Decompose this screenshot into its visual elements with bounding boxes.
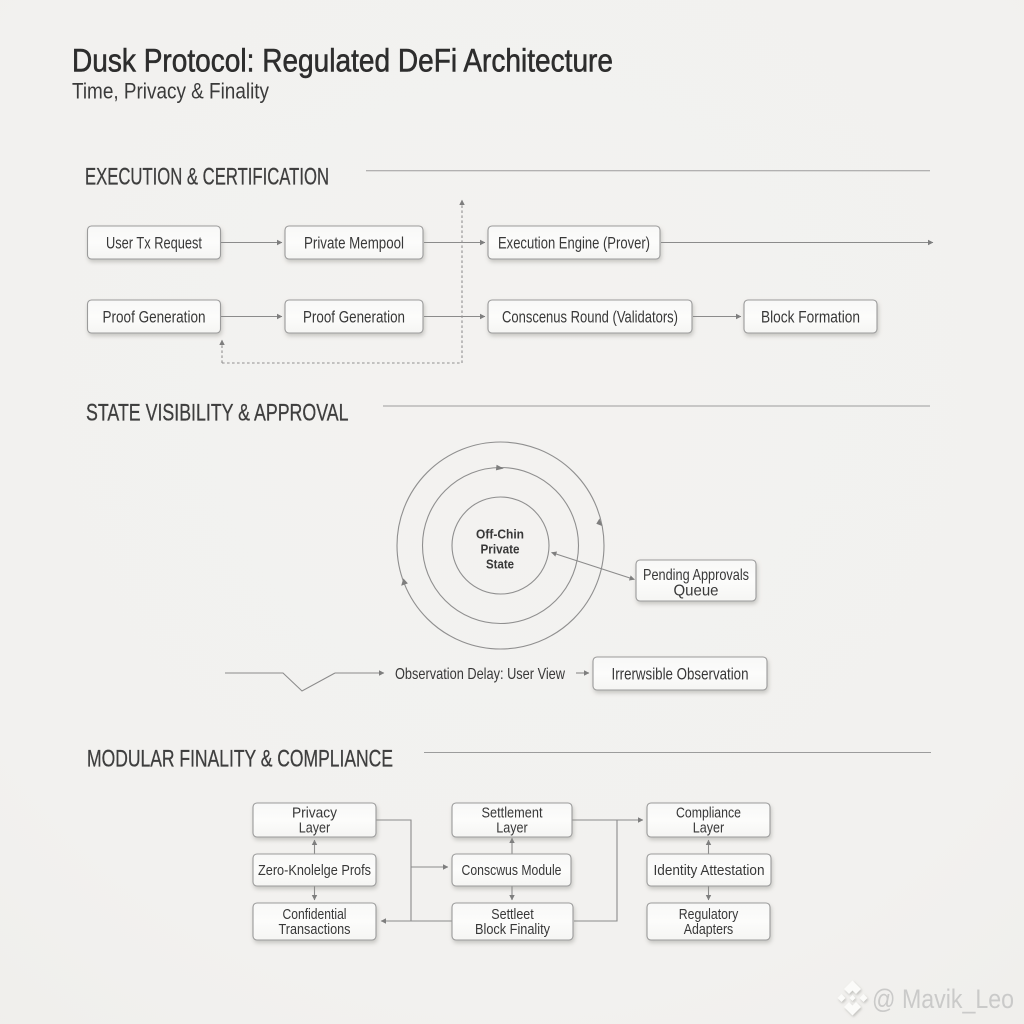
svg-text:Observation Delay: User View: Observation Delay: User View bbox=[395, 666, 565, 683]
svg-text:State: State bbox=[486, 556, 514, 571]
svg-text:Private Mempool: Private Mempool bbox=[304, 234, 404, 252]
svg-text:Settlement: Settlement bbox=[482, 806, 543, 822]
svg-text:Regulatory: Regulatory bbox=[679, 907, 739, 923]
svg-text:Settleet: Settleet bbox=[491, 907, 534, 923]
svg-text:Privacy: Privacy bbox=[292, 806, 338, 822]
svg-text:Adapters: Adapters bbox=[684, 922, 734, 938]
svg-text:Confidential: Confidential bbox=[283, 907, 347, 923]
svg-text:MODULAR FINALITY & COMPLIANCE: MODULAR FINALITY & COMPLIANCE bbox=[87, 745, 393, 772]
svg-text:Pending Approvals: Pending Approvals bbox=[643, 567, 749, 584]
svg-text:Identity Attestation: Identity Attestation bbox=[654, 863, 765, 879]
svg-text:Block Finality: Block Finality bbox=[475, 922, 551, 938]
svg-text:Layer: Layer bbox=[693, 821, 725, 837]
svg-text:Proof Generation: Proof Generation bbox=[103, 308, 206, 326]
svg-text:STATE VISIBILITY & APPROVAL: STATE VISIBILITY & APPROVAL bbox=[86, 400, 349, 427]
svg-text:Transactions: Transactions bbox=[279, 922, 351, 938]
svg-text:Irrerwsible Observation: Irrerwsible Observation bbox=[612, 665, 749, 684]
svg-text:Zero-Knolelge Profs: Zero-Knolelge Profs bbox=[258, 863, 371, 879]
svg-text:User Tx Request: User Tx Request bbox=[106, 234, 202, 252]
svg-text:Proof Generation: Proof Generation bbox=[303, 308, 405, 326]
svg-text:Private: Private bbox=[481, 541, 520, 556]
svg-text:Layer: Layer bbox=[299, 821, 331, 837]
svg-text:@ Mavik_Leo: @ Mavik_Leo bbox=[872, 984, 1014, 1014]
svg-text:Compliance: Compliance bbox=[676, 806, 741, 822]
svg-text:EXECUTION & CERTIFICATION: EXECUTION & CERTIFICATION bbox=[85, 163, 329, 190]
svg-text:Time, Privacy & Finality: Time, Privacy & Finality bbox=[72, 79, 269, 104]
svg-text:Block Formation: Block Formation bbox=[761, 308, 860, 326]
svg-text:Conscwus Module: Conscwus Module bbox=[462, 863, 562, 879]
svg-text:Queue: Queue bbox=[674, 582, 719, 599]
svg-text:Execution Engine (Prover): Execution Engine (Prover) bbox=[498, 234, 650, 252]
svg-text:Dusk Protocol: Regulated DeFi: Dusk Protocol: Regulated DeFi Architectu… bbox=[72, 43, 613, 79]
svg-text:Layer: Layer bbox=[496, 821, 528, 837]
svg-text:Conscenus Round (Validators): Conscenus Round (Validators) bbox=[502, 308, 678, 326]
svg-text:Off-Chin: Off-Chin bbox=[476, 526, 524, 541]
